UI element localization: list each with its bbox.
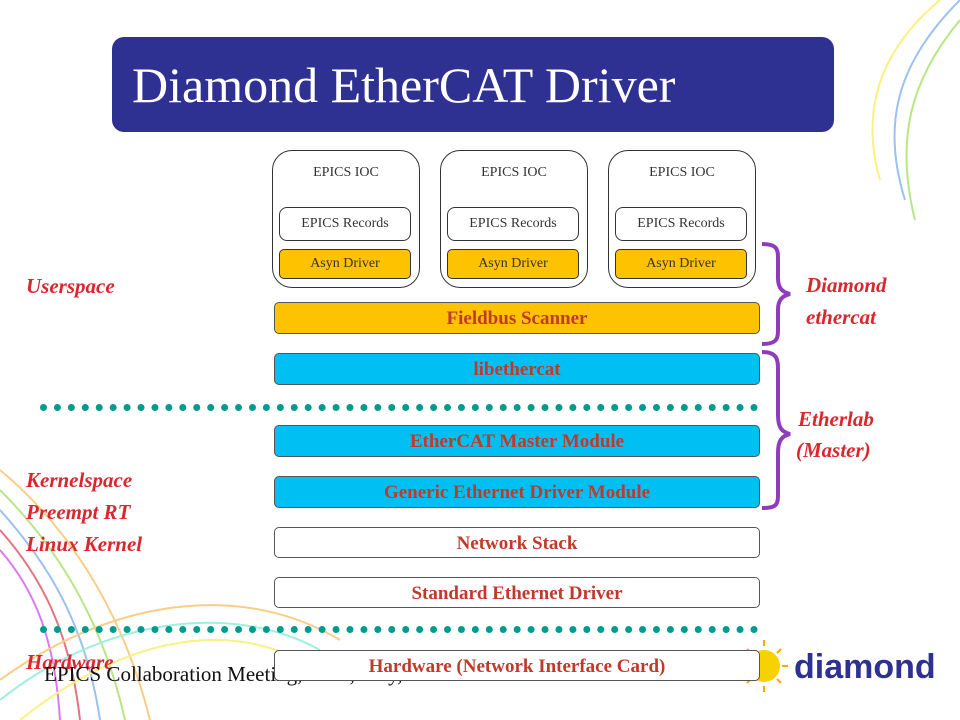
diamond-logo: diamond — [740, 640, 936, 692]
diamond-logo-text: diamond — [794, 648, 936, 686]
libethercat-layer: libethercat — [274, 353, 760, 385]
epics-ioc-box-2: EPICS IOC EPICS Records Asyn Driver — [440, 150, 588, 288]
epics-records-box: EPICS Records — [447, 207, 579, 241]
standard-ethernet-driver-layer: Standard Ethernet Driver — [274, 577, 760, 608]
epics-ioc-box-3: EPICS IOC EPICS Records Asyn Driver — [608, 150, 756, 288]
asyn-driver-box: Asyn Driver — [615, 249, 747, 279]
page-title: Diamond EtherCAT Driver — [132, 57, 676, 113]
asyn-driver-box: Asyn Driver — [279, 249, 411, 279]
etherlab-master-label-line2: (Master) — [796, 438, 871, 462]
network-stack-layer: Network Stack — [274, 527, 760, 558]
epics-ioc-label: EPICS IOC — [481, 165, 547, 180]
userspace-label: Userspace — [26, 274, 115, 298]
kernelspace-label: Kernelspace — [26, 468, 133, 492]
diamond-ethercat-label-line2: ethercat — [806, 305, 876, 329]
preempt-rt-label: Preempt RT — [26, 500, 131, 524]
diamond-ethercat-label-line1: Diamond — [806, 273, 887, 297]
userspace-kernel-separator — [40, 404, 758, 411]
hardware-nic-layer-front: Hardware (Network Interface Card) — [274, 650, 760, 681]
kernel-hardware-separator — [40, 626, 758, 633]
epics-ioc-box-1: EPICS IOC EPICS Records Asyn Driver — [272, 150, 420, 288]
epics-ioc-label: EPICS IOC — [313, 165, 379, 180]
fieldbus-scanner-layer: Fieldbus Scanner — [274, 302, 760, 334]
etherlab-brace-icon — [761, 350, 791, 510]
generic-ethernet-driver-layer: Generic Ethernet Driver Module — [274, 476, 760, 508]
title-banner — [112, 37, 834, 132]
epics-records-box: EPICS Records — [615, 207, 747, 241]
asyn-driver-box: Asyn Driver — [447, 249, 579, 279]
epics-records-box: EPICS Records — [279, 207, 411, 241]
curly-brace-icons — [761, 242, 791, 510]
etherlab-master-label-line1: Etherlab — [798, 407, 874, 431]
linux-kernel-label: Linux Kernel — [26, 532, 143, 556]
hardware-label: Hardware — [26, 650, 114, 674]
epics-ioc-label: EPICS IOC — [649, 165, 715, 180]
ethercat-master-module-layer: EtherCAT Master Module — [274, 425, 760, 457]
diamond-brace-icon — [761, 242, 791, 346]
